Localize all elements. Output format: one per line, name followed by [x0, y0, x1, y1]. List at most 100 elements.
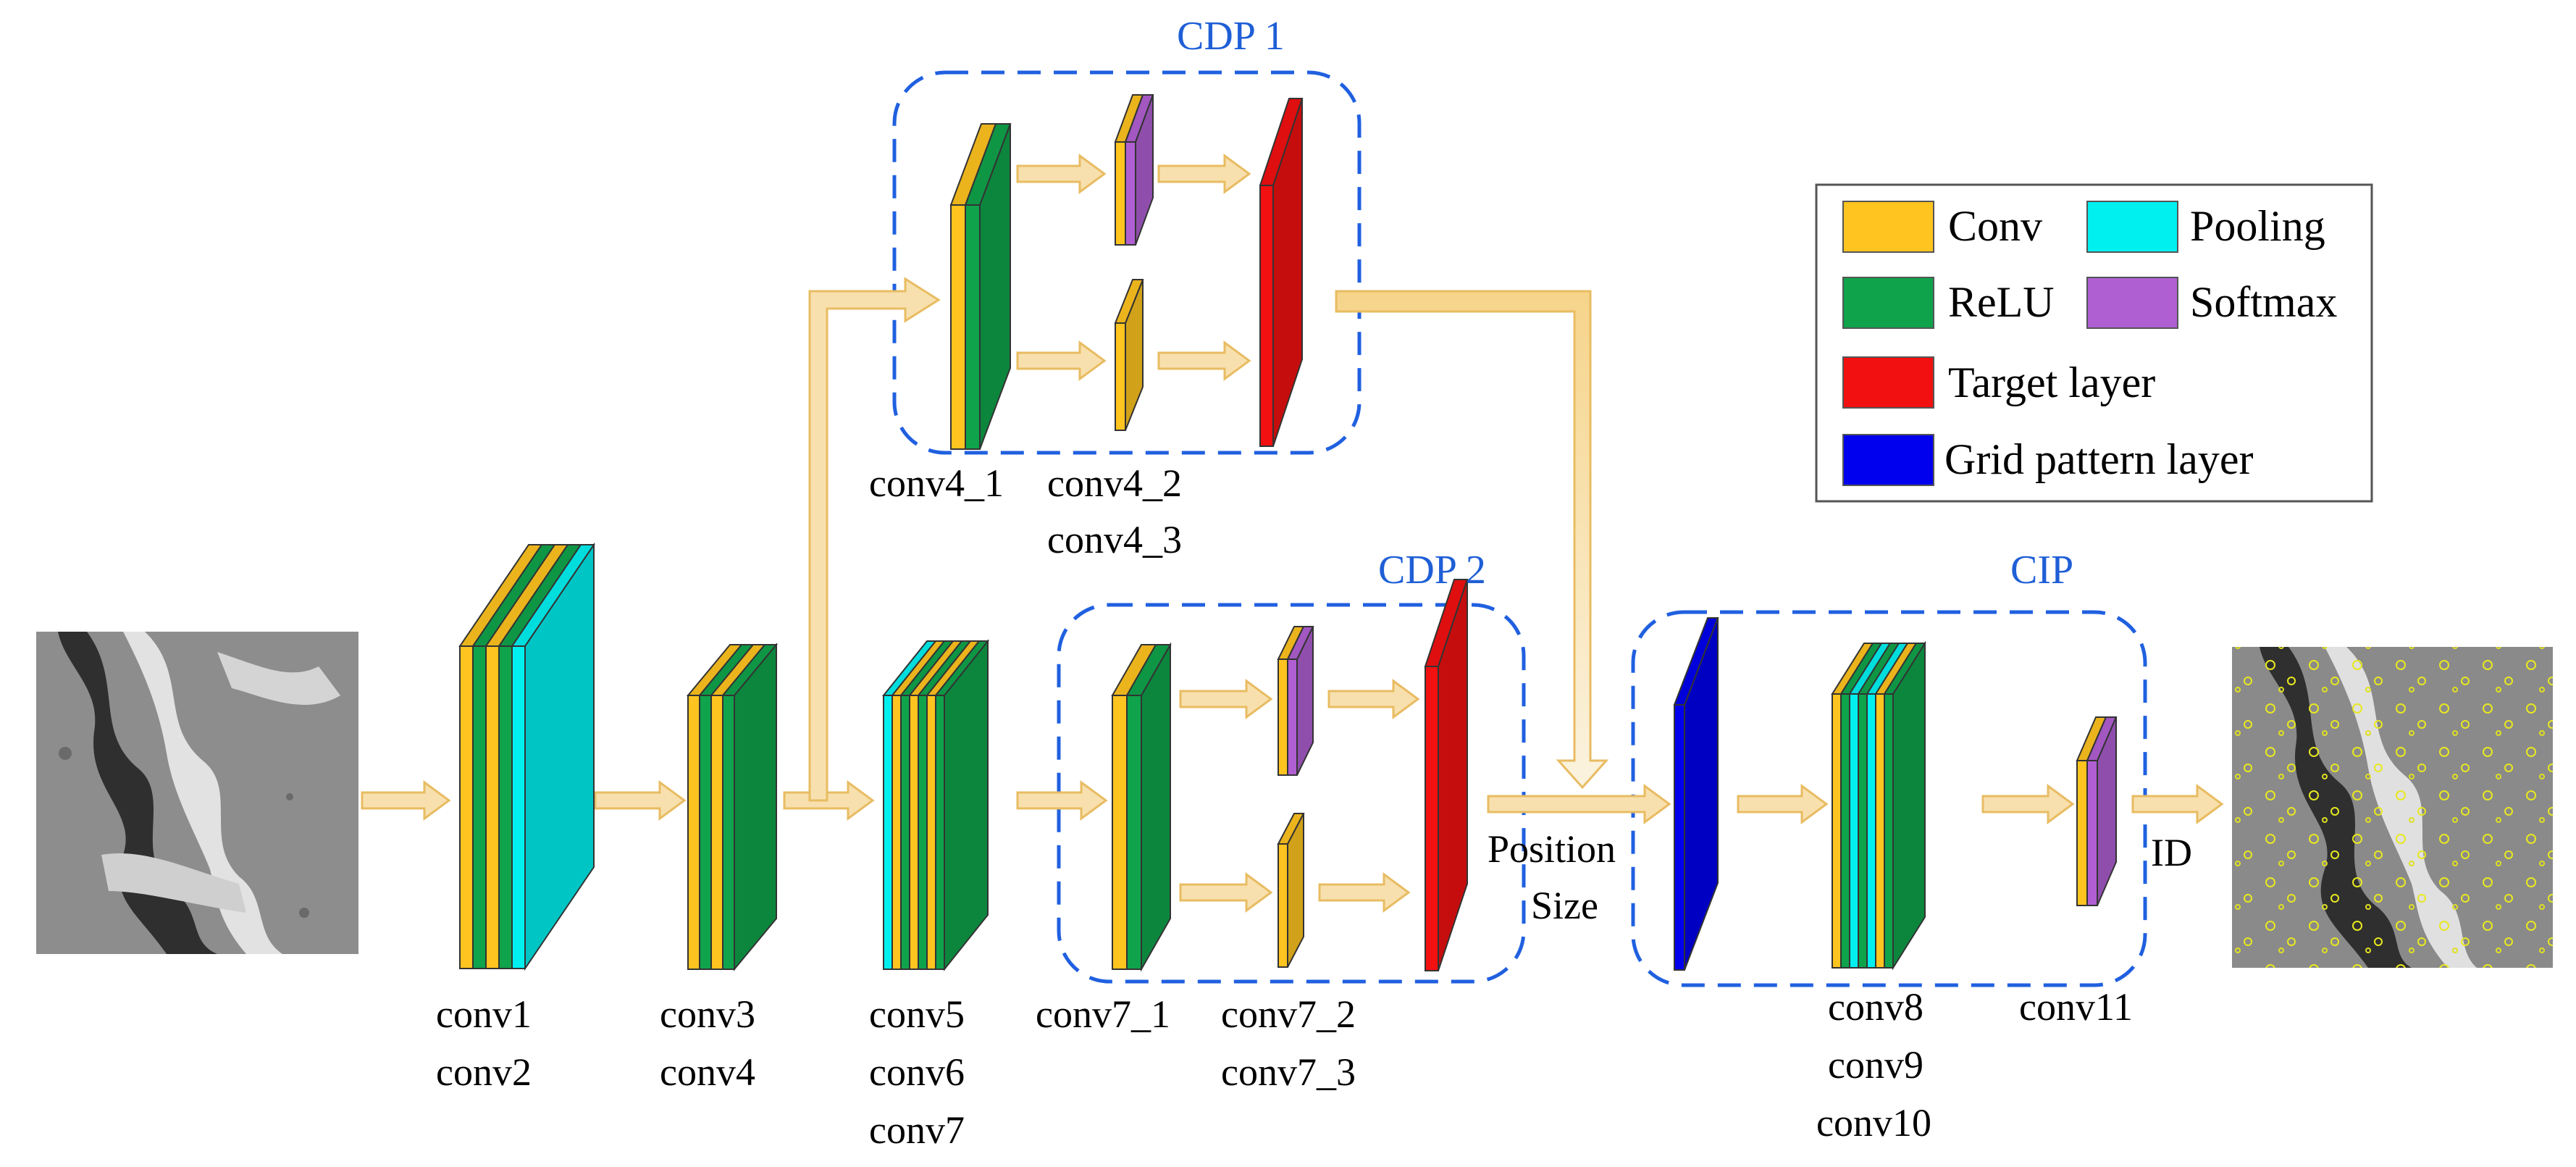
block-conv7-1-slice-0 — [1112, 695, 1128, 970]
arrow-cdp2-upper-2 — [1327, 679, 1420, 719]
arrow-branch-cdp1 — [808, 277, 941, 802]
legend-swatch-grid — [1842, 434, 1934, 486]
block-conv8-conv10-slice-2 — [1849, 693, 1859, 969]
block-conv1-conv2-slice-0 — [459, 645, 474, 969]
block-conv7-1-slice-1 — [1126, 695, 1142, 970]
label-conv4: conv4 — [660, 1050, 755, 1094]
legend-label-relu: ReLU — [1948, 278, 2055, 326]
label-conv7-2: conv7_2 — [1221, 992, 1356, 1036]
block-conv11-slice-0 — [2076, 760, 2088, 906]
block-conv4-3-slice-0 — [1115, 322, 1126, 431]
block-conv8-conv10-slice-4 — [1866, 693, 1876, 969]
block-conv3-conv4-slice-3 — [722, 695, 735, 970]
block-conv5-conv7-slice-0 — [883, 695, 893, 970]
block-conv4-2-slice-1 — [1125, 141, 1136, 246]
block-conv5-conv7-slice-5 — [926, 695, 936, 970]
block-conv1-conv2-slice-3 — [498, 645, 513, 969]
legend-label-pooling: Pooling — [2190, 202, 2325, 250]
arrow-cdp2-lower-1 — [1179, 872, 1273, 913]
block-conv7-3-slice-0 — [1277, 843, 1288, 968]
legend-label-conv: Conv — [1948, 202, 2042, 250]
arrow-cdp2-cip — [1487, 784, 1671, 824]
label-position: Position — [1488, 827, 1616, 871]
block-grid-pattern-slice-0 — [1674, 704, 1685, 971]
diagram-shapes — [361, 70, 2224, 987]
group-label-cdp2: CDP 2 — [1378, 548, 1486, 593]
legend-label-target: Target layer — [1948, 359, 2155, 406]
arrow-input-conv1 — [361, 780, 451, 821]
block-cdp2-target — [1424, 579, 1469, 971]
label-conv7: conv7 — [869, 1108, 965, 1152]
block-conv8-conv10-side — [1892, 640, 1926, 971]
legend-swatch-pooling — [2086, 201, 2178, 253]
block-conv3-conv4 — [686, 643, 779, 971]
arrow-conv10-conv11 — [1981, 784, 2075, 824]
block-conv3-conv4-slice-0 — [687, 695, 700, 970]
arrow-cdp1-lower-2 — [1157, 340, 1251, 381]
legend-swatch-target — [1842, 356, 1934, 409]
block-conv4-2 — [1114, 94, 1154, 246]
block-conv5-conv7-slice-1 — [891, 695, 902, 970]
label-conv1: conv1 — [436, 992, 532, 1036]
block-conv1-conv2-slice-4 — [511, 645, 526, 969]
label-conv4-1: conv4_1 — [869, 461, 1004, 505]
arrow-conv11-output — [2131, 784, 2224, 824]
arrow-conv7-conv71 — [1016, 780, 1108, 821]
block-conv7-1 — [1111, 642, 1172, 972]
block-conv4-1-slice-0 — [950, 204, 966, 450]
input-image — [36, 632, 358, 954]
legend-swatch-relu — [1842, 277, 1934, 329]
block-conv7-2-slice-0 — [1277, 658, 1288, 776]
label-conv10: conv10 — [1816, 1101, 1931, 1145]
arrow-cdp1-lower-1 — [1016, 340, 1107, 381]
block-conv11 — [2076, 716, 2118, 906]
block-grid-pattern — [1673, 617, 1719, 971]
block-conv11-slice-1 — [2086, 760, 2098, 906]
label-conv2: conv2 — [436, 1050, 532, 1094]
legend-swatch-conv — [1842, 201, 1934, 253]
legend: Conv Pooling ReLU Softmax Target layer G… — [1815, 183, 2373, 503]
legend-label-grid: Grid pattern layer — [1944, 435, 2253, 483]
label-conv3: conv3 — [660, 992, 755, 1036]
block-cdp1-target-slice-0 — [1259, 185, 1274, 447]
legend-label-softmax: Softmax — [2190, 278, 2337, 326]
label-conv4-2: conv4_2 — [1047, 461, 1182, 505]
block-conv5-conv7-slice-3 — [909, 695, 919, 970]
block-conv1-conv2-slice-2 — [485, 645, 500, 969]
block-conv5-conv7-side — [944, 639, 989, 971]
block-conv4-2-slice-0 — [1115, 141, 1126, 246]
output-image — [2232, 647, 2553, 968]
block-conv5-conv7 — [881, 639, 990, 971]
block-conv1-conv2 — [458, 542, 595, 971]
block-conv4-1 — [949, 123, 1012, 450]
group-cdp1 — [892, 70, 1362, 455]
block-conv8-conv10-slice-6 — [1884, 693, 1894, 969]
block-cdp2-target-slice-0 — [1425, 666, 1439, 971]
block-conv3-conv4-slice-1 — [699, 695, 712, 970]
block-conv5-conv7-slice-2 — [900, 695, 910, 970]
block-conv4-1-slice-1 — [965, 204, 981, 450]
label-conv8: conv8 — [1828, 985, 1923, 1029]
block-conv5-conv7-slice-4 — [918, 695, 928, 970]
block-conv7-3 — [1277, 813, 1305, 968]
label-size: Size — [1531, 884, 1598, 927]
label-id: ID — [2151, 831, 2192, 874]
arrow-cdp2-lower-2 — [1318, 872, 1411, 913]
block-conv5-conv7-slice-6 — [935, 695, 945, 970]
arrow-cdp1-upper-2 — [1157, 154, 1251, 194]
block-conv7-2 — [1277, 626, 1314, 776]
block-conv8-conv10-slice-0 — [1832, 693, 1842, 969]
block-conv8-conv10-slice-1 — [1840, 693, 1850, 969]
block-conv3-conv4-side — [734, 643, 777, 971]
label-conv5: conv5 — [869, 992, 965, 1036]
block-conv8-conv10-slice-3 — [1858, 693, 1868, 969]
arrow-grid-conv8 — [1737, 784, 1829, 824]
label-conv7-3: conv7_3 — [1221, 1050, 1356, 1094]
block-conv7-2-slice-1 — [1287, 658, 1298, 776]
block-cdp1-target — [1259, 98, 1304, 447]
legend-swatch-softmax — [2086, 277, 2178, 329]
arrow-conv4-conv5 — [783, 780, 875, 821]
label-conv11: conv11 — [2019, 985, 2133, 1029]
group-label-cdp1: CDP 1 — [1177, 14, 1285, 59]
